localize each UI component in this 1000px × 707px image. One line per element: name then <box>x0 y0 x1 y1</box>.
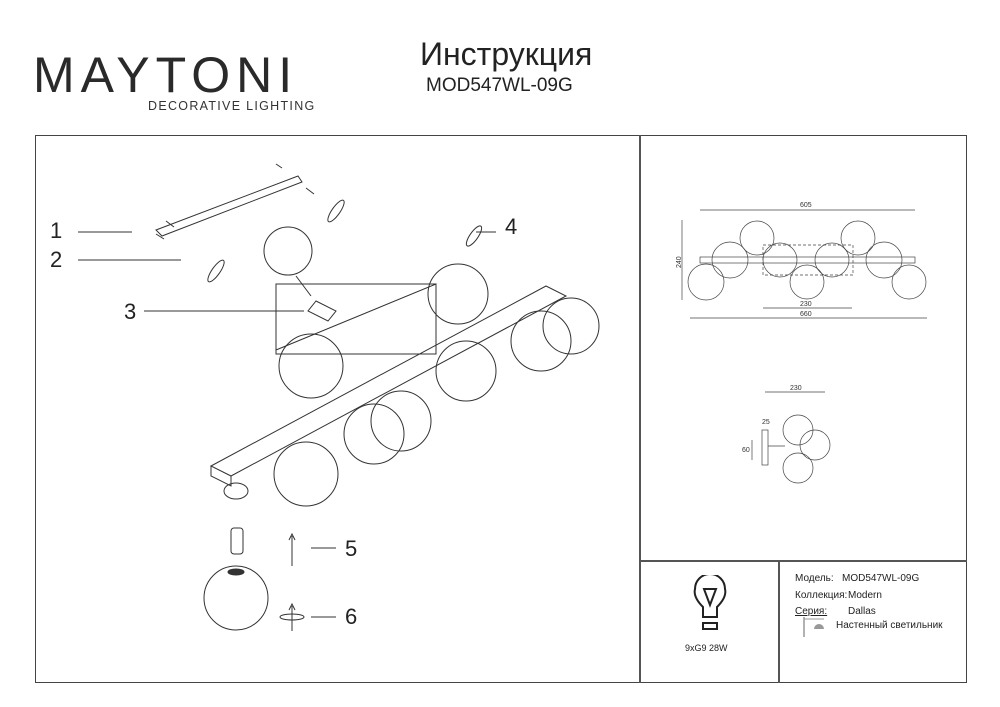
bulb-icon <box>693 575 727 630</box>
step-3-label: 3 <box>124 299 137 324</box>
model-label: Модель: <box>795 573 834 584</box>
dim-230: 230 <box>800 301 812 308</box>
page-title: Инструкция <box>420 36 593 72</box>
dim-660: 660 <box>800 311 812 318</box>
step-1-label: 1 <box>50 218 63 243</box>
front-view-drawing <box>681 209 927 319</box>
side-view-drawing: 230 25 60 <box>742 385 831 484</box>
dim-25: 25 <box>762 419 770 426</box>
fixture-type: Настенный светильник <box>836 620 943 631</box>
wall-lamp-icon <box>803 617 824 637</box>
step-5-label: 5 <box>345 536 358 561</box>
dim-240: 240 <box>676 256 683 268</box>
dim-side-230: 230 <box>790 385 802 392</box>
instruction-frame <box>35 135 967 683</box>
model-value: MOD547WL-09G <box>842 573 920 584</box>
collection-label: Коллекция: <box>795 590 848 601</box>
dim-605: 605 <box>800 202 812 209</box>
step-2-label: 2 <box>50 247 63 272</box>
brand-logo: MAYTONI <box>33 47 299 103</box>
series-label: Серия: <box>795 606 828 617</box>
assembly-diagram <box>78 163 600 631</box>
bulb-spec: 9xG9 28W <box>685 643 728 653</box>
brand-subtitle: DECORATIVE LIGHTING <box>148 99 316 113</box>
step-6-label: 6 <box>345 604 358 629</box>
dim-60: 60 <box>742 447 750 454</box>
collection-value: Modern <box>848 590 882 601</box>
step-4-label: 4 <box>505 214 518 239</box>
series-value: Dallas <box>848 606 876 617</box>
model-number: MOD547WL-09G <box>426 75 573 96</box>
